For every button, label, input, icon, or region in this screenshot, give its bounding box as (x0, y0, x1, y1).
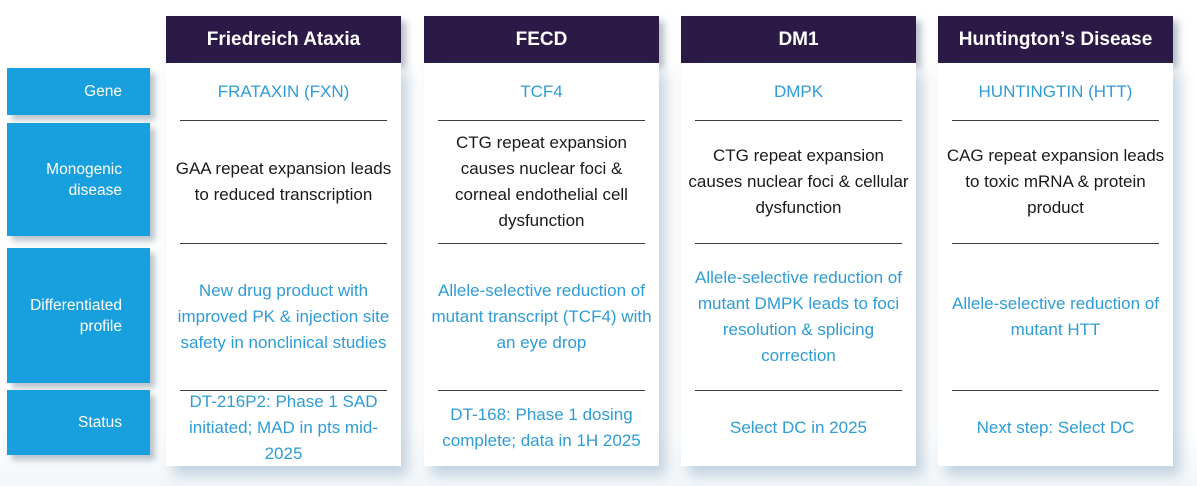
row-label-gene: Gene (7, 68, 150, 115)
gene-cell: HUNTINGTIN (HTT) (978, 81, 1133, 101)
differentiated-profile-cell: New drug product with improved PK & inje… (166, 243, 401, 390)
status-cell: DT-168: Phase 1 dosing complete; data in… (424, 390, 659, 466)
row-label-monogenic-disease: Monogenic disease (7, 123, 150, 236)
monogenic-disease-cell: CTG repeat expansion causes nuclear foci… (681, 120, 916, 243)
monogenic-disease-cell: CAG repeat expansion leads to toxic mRNA… (938, 120, 1173, 243)
gene-cell: FRATAXIN (FXN) (217, 81, 350, 101)
column-dm1: DM1 DMPK CTG repeat expansion causes nuc… (681, 16, 916, 466)
differentiated-profile-cell: Allele-selective reduction of mutant HTT (938, 243, 1173, 390)
column-title: DM1 (681, 16, 916, 63)
gene-cell: TCF4 (520, 81, 563, 101)
column-huntingtons-disease: Huntington’s Disease HUNTINGTIN (HTT) CA… (938, 16, 1173, 466)
column-title: Friedreich Ataxia (166, 16, 401, 63)
column-friedreich-ataxia: Friedreich Ataxia FRATAXIN (FXN) GAA rep… (166, 16, 401, 466)
program-card: FRATAXIN (FXN) GAA repeat expansion lead… (166, 63, 401, 466)
status-cell: DT-216P2: Phase 1 SAD initiated; MAD in … (166, 390, 401, 466)
gene-cell: DMPK (773, 81, 824, 101)
monogenic-disease-cell: CTG repeat expansion causes nuclear foci… (424, 120, 659, 243)
program-card: TCF4 CTG repeat expansion causes nuclear… (424, 63, 659, 466)
monogenic-disease-cell: GAA repeat expansion leads to reduced tr… (166, 120, 401, 243)
column-fecd: FECD TCF4 CTG repeat expansion causes nu… (424, 16, 659, 466)
differentiated-profile-cell: Allele-selective reduction of mutant tra… (424, 243, 659, 390)
program-card: HUNTINGTIN (HTT) CAG repeat expansion le… (938, 63, 1173, 466)
differentiated-profile-cell: Allele-selective reduction of mutant DMP… (681, 243, 916, 390)
row-label-differentiated-profile: Differentiated profile (7, 248, 150, 383)
status-cell: Next step: Select DC (938, 390, 1173, 466)
program-card: DMPK CTG repeat expansion causes nuclear… (681, 63, 916, 466)
row-label-status: Status (7, 390, 150, 455)
status-cell: Select DC in 2025 (681, 390, 916, 466)
column-title: Huntington’s Disease (938, 16, 1173, 63)
column-title: FECD (424, 16, 659, 63)
